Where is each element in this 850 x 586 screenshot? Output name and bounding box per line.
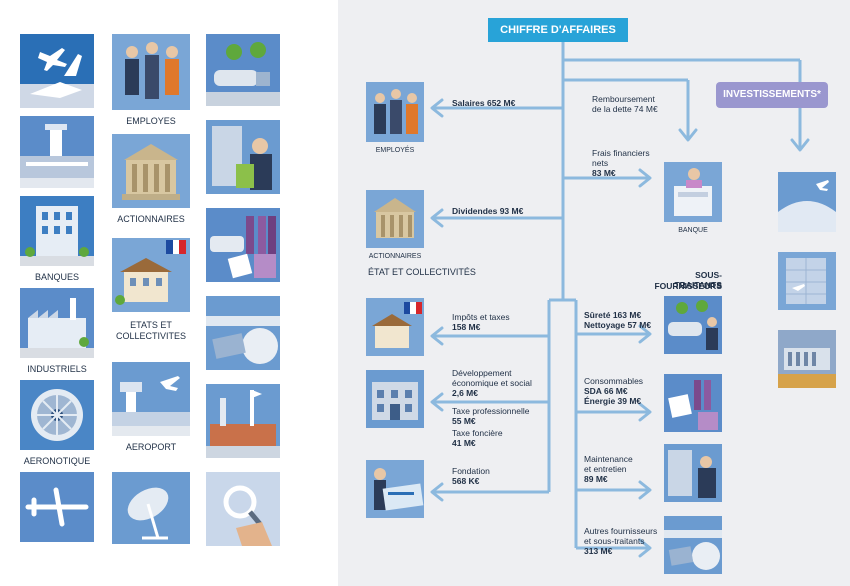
etat-picture: [366, 298, 424, 356]
actionnaires-label: ACTIONNAIRES: [117, 214, 185, 224]
plane-topview-tile: [20, 472, 94, 542]
taxe-fon-line1: Taxe foncière: [452, 428, 503, 438]
maintenance-picture: [664, 444, 722, 502]
turbine-tile: [20, 380, 94, 450]
employes-label: EMPLOYES: [126, 116, 176, 126]
industrial-tile: [20, 288, 94, 358]
maint-line3: 89 M€: [584, 474, 608, 484]
etats-label-2: COLLECTIVITES: [115, 331, 187, 341]
dev-line3: 2,6 M€: [452, 388, 478, 398]
taxe-pro-line1: Taxe professionnelle: [452, 406, 530, 416]
invest-building-picture: [778, 252, 836, 310]
airport-tower-tile: [112, 362, 190, 436]
consommables-picture: [664, 374, 722, 432]
maintenance-globe-tile: [206, 296, 280, 370]
actionnaires-diagram-label: ACTIONNAIRES: [368, 253, 422, 260]
frais-line2: nets: [592, 158, 609, 168]
employes-diagram-label: EMPLOYÉS: [375, 147, 415, 154]
dev-line2: économique et social: [452, 378, 532, 388]
fournisseurs-label: FOURNISSEURS: [654, 281, 722, 291]
taxe-fon-line2: 41 M€: [452, 438, 476, 448]
fondation-picture: [366, 460, 424, 518]
remboursement-line2: de la dette 74 M€: [592, 104, 658, 114]
investissements-box: INVESTISSEMENTS*: [716, 82, 828, 108]
collectivites-picture: [366, 370, 424, 428]
surete-picture: [664, 296, 722, 354]
aeroport-label: AEROPORT: [125, 442, 177, 452]
maint-line1: Maintenance: [584, 454, 633, 464]
sous-traitants-label: SOUS-TRAITANTS: [674, 270, 722, 290]
technician-tile: [206, 120, 280, 194]
employees-tile: [112, 34, 190, 110]
banques-label: BANQUES: [34, 272, 79, 282]
autres-line3: 313 M€: [584, 546, 613, 556]
impots-line2: 158 M€: [452, 322, 481, 332]
invest-equipment-picture: [778, 330, 836, 388]
banque-diagram-label: BANQUE: [678, 227, 708, 234]
fondation-line2: 568 K€: [452, 476, 480, 486]
dividendes-flow: Dividendes 93 M€: [452, 206, 524, 216]
etats-label-1: ETATS ET: [130, 320, 172, 330]
industrial-site-tile: [206, 384, 280, 458]
invest-terminal-picture: [778, 172, 836, 232]
conso-line3: Énergie 39 M€: [584, 396, 642, 406]
maint-line2: et entretien: [584, 464, 627, 474]
chiffre-affaires-box: CHIFFRE D'AFFAIRES: [488, 18, 628, 42]
etat-diagram-label: ÉTAT ET COLLECTIVITÉS: [368, 267, 476, 277]
shareholders-building-tile: [112, 134, 190, 208]
remboursement-line1: Remboursement: [592, 94, 655, 104]
conso-line2: SDA 66 M€: [584, 386, 628, 396]
autres-line2: et sous-traitants: [584, 536, 645, 546]
impots-line1: Impôts et taxes: [452, 312, 510, 322]
salaires-flow: Salaires 652 M€: [452, 98, 516, 108]
surete-flow: Sûreté 163 M€: [584, 310, 642, 320]
nettoyage-flow: Nettoyage 57 M€: [584, 320, 652, 330]
fondation-line1: Fondation: [452, 466, 490, 476]
frais-line1: Frais financiers: [592, 148, 650, 158]
airplane-tile: [20, 34, 94, 108]
bank-building-tile: [20, 196, 94, 266]
supplies-tile: [206, 208, 280, 282]
banque-picture: [664, 162, 722, 222]
tanker-truck-tile: [206, 34, 280, 106]
conso-line1: Consommables: [584, 376, 644, 386]
satellite-dish-tile: [112, 472, 190, 544]
dev-line1: Développement: [452, 368, 512, 378]
autres-fournisseurs-picture: [664, 516, 722, 574]
industriels-label: INDUSTRIELS: [27, 364, 87, 374]
magnifier-hand-tile: [206, 472, 280, 546]
town-hall-tile: [112, 238, 190, 312]
actionnaires-picture: [366, 190, 424, 248]
taxe-pro-line2: 55 M€: [452, 416, 476, 426]
employes-picture: [366, 82, 424, 142]
frais-line3: 83 M€: [592, 168, 616, 178]
autres-line1: Autres fournisseurs: [584, 526, 658, 536]
aeronotique-label: AERONOTIQUE: [23, 456, 91, 466]
airport-terminal-tile: [20, 116, 94, 188]
